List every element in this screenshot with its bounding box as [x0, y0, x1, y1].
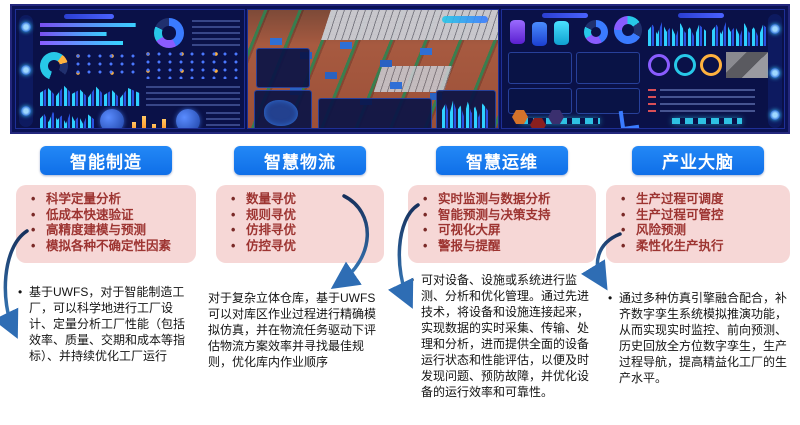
column-title-button: 智能制造: [40, 146, 172, 175]
column-industry-brain: 产业大脑 生产过程可调度 生产过程可管控 风险预测 柔性化生产执行 通过多种仿真…: [606, 146, 790, 386]
column-smart-logistics: 智慧物流 数量寻优 规则寻优 仿排寻优 仿控寻优 对于复杂立体仓库，基于UWFS…: [208, 146, 384, 370]
dot-grid-widget: [146, 52, 240, 79]
column-title: 智慧运维: [466, 153, 538, 172]
pie-globe-widget: [176, 109, 200, 128]
feature-item: 模拟各种不确定性因素: [26, 239, 188, 255]
widget-title-pill: [678, 13, 724, 18]
column-description: 可对设备、设施或系统进行监测、分析和优化管理。通过先进技术，将设备和设施连接起来…: [408, 272, 596, 401]
feature-item: 可视化大屏: [418, 223, 588, 239]
equalizer-widget: [40, 111, 94, 128]
feature-item: 数量寻优: [226, 192, 376, 208]
legend-lines: [192, 20, 240, 46]
cylinder-gauge: [554, 21, 569, 45]
feature-item: 警报与提醒: [418, 239, 588, 255]
gauge-widget: [40, 52, 68, 80]
feature-item: 风险预测: [616, 223, 782, 239]
widget-title-pill: [542, 13, 588, 18]
mini-table-widget: [206, 110, 240, 128]
kpi-number-strip: [672, 118, 742, 124]
column-smart-operations: 智慧运维 实时监测与数据分析 智能预测与决策支持 可视化大屏 警报与提醒 可对设…: [408, 146, 596, 400]
bar-chart-widget: [712, 22, 770, 46]
dashboard-banner: [10, 4, 790, 134]
camera-photo-tile: [726, 52, 770, 78]
robot-arm-icon: [618, 108, 640, 128]
feature-item: 生产过程可调度: [616, 192, 782, 208]
column-title: 产业大脑: [662, 153, 734, 172]
feature-item: 低成本快速验证: [26, 208, 188, 224]
ring-kpi-icon: [648, 54, 670, 76]
banner-left-dashboard: [15, 9, 245, 129]
column-description: 通过多种仿真引擎融合配合，补齐数字孪生系统模拟推演功能，从而实现实时监控、前向预…: [606, 290, 790, 386]
widget-title-pill: [64, 14, 114, 19]
feature-list: 生产过程可调度 生产过程可管控 风险预测 柔性化生产执行: [606, 185, 790, 263]
column-intelligent-manufacturing: 智能制造 科学定量分析 低成本快速验证 高精度建模与预测 模拟各种不确定性因素 …: [16, 146, 196, 364]
column-title-button: 智慧运维: [436, 146, 568, 175]
hexagon-node: [548, 110, 564, 124]
column-title-button: 产业大脑: [632, 146, 764, 175]
column-bars-widget: [40, 85, 140, 106]
machinery-blocks: [270, 38, 282, 45]
scene-tag-pill: [442, 16, 488, 23]
feature-item: 生产过程可管控: [616, 208, 782, 224]
cylinder-gauge: [510, 20, 525, 44]
progress-bars-widget: [40, 20, 144, 46]
column-title: 智慧物流: [264, 153, 336, 172]
rail-dot-icon: [21, 65, 31, 75]
feature-item: 实时监测与数据分析: [418, 192, 588, 208]
donut-chart-widget: [584, 20, 608, 44]
feature-list: 数量寻优 规则寻优 仿排寻优 仿控寻优: [216, 185, 384, 263]
ring-kpi-icon: [674, 54, 696, 76]
feature-item: 智能预测与决策支持: [418, 208, 588, 224]
banner-right-dashboard: [501, 9, 785, 129]
alert-list-card: [508, 52, 572, 84]
donut-chart-widget: [154, 18, 184, 48]
blueprint-card: [508, 88, 572, 114]
orange-bars-widget: [130, 110, 170, 128]
feature-item: 仿控寻优: [226, 239, 376, 255]
dot-matrix-widget: [76, 54, 138, 78]
feature-item: 仿排寻优: [226, 223, 376, 239]
hexagon-node: [530, 118, 546, 128]
status-table-card: [318, 98, 432, 128]
column-description: 对于复杂立体仓库，基于UWFS可以对库区作业过程进行精确模拟仿真，并在物流任务驱…: [208, 290, 377, 369]
feature-item: 规则寻优: [226, 208, 376, 224]
rail-dot-icon: [21, 106, 31, 116]
feature-item: 科学定量分析: [26, 192, 188, 208]
column-title-button: 智慧物流: [234, 146, 366, 175]
ring-kpi-icon: [700, 54, 722, 76]
data-table-widget: [146, 84, 240, 106]
rail-dot-icon: [770, 68, 780, 78]
column-description: 基于UWFS，对于智能制造工厂，可以科学地进行工厂设计、定量分析工厂性能（包括效…: [16, 284, 196, 364]
hexagon-node: [512, 110, 528, 124]
feature-list: 科学定量分析 低成本快速验证 高精度建模与预测 模拟各种不确定性因素: [16, 185, 196, 263]
feature-list: 实时监测与数据分析 智能预测与决策支持 可视化大屏 警报与提醒: [408, 185, 596, 263]
info-card: [256, 48, 310, 88]
pallet-stacks: [321, 10, 498, 40]
rail-dot-icon: [770, 110, 780, 120]
column-title: 智能制造: [70, 153, 142, 172]
pie-globe-widget: [100, 109, 124, 128]
region-map-icon: [264, 100, 298, 126]
pallet-stacks: [373, 66, 453, 92]
data-table-widget: [648, 86, 770, 112]
swirl-chart-widget: [608, 10, 648, 50]
cylinder-gauge: [532, 22, 547, 46]
rail-dot-icon: [770, 24, 780, 34]
banner-3d-warehouse-scene: [247, 9, 499, 129]
feature-item: 高精度建模与预测: [26, 223, 188, 239]
bar-chart-widget: [648, 22, 706, 46]
alert-list-card: [576, 52, 640, 84]
rail-dot-icon: [21, 22, 31, 32]
feature-item: 柔性化生产执行: [616, 239, 782, 255]
blueprint-card: [576, 88, 640, 114]
